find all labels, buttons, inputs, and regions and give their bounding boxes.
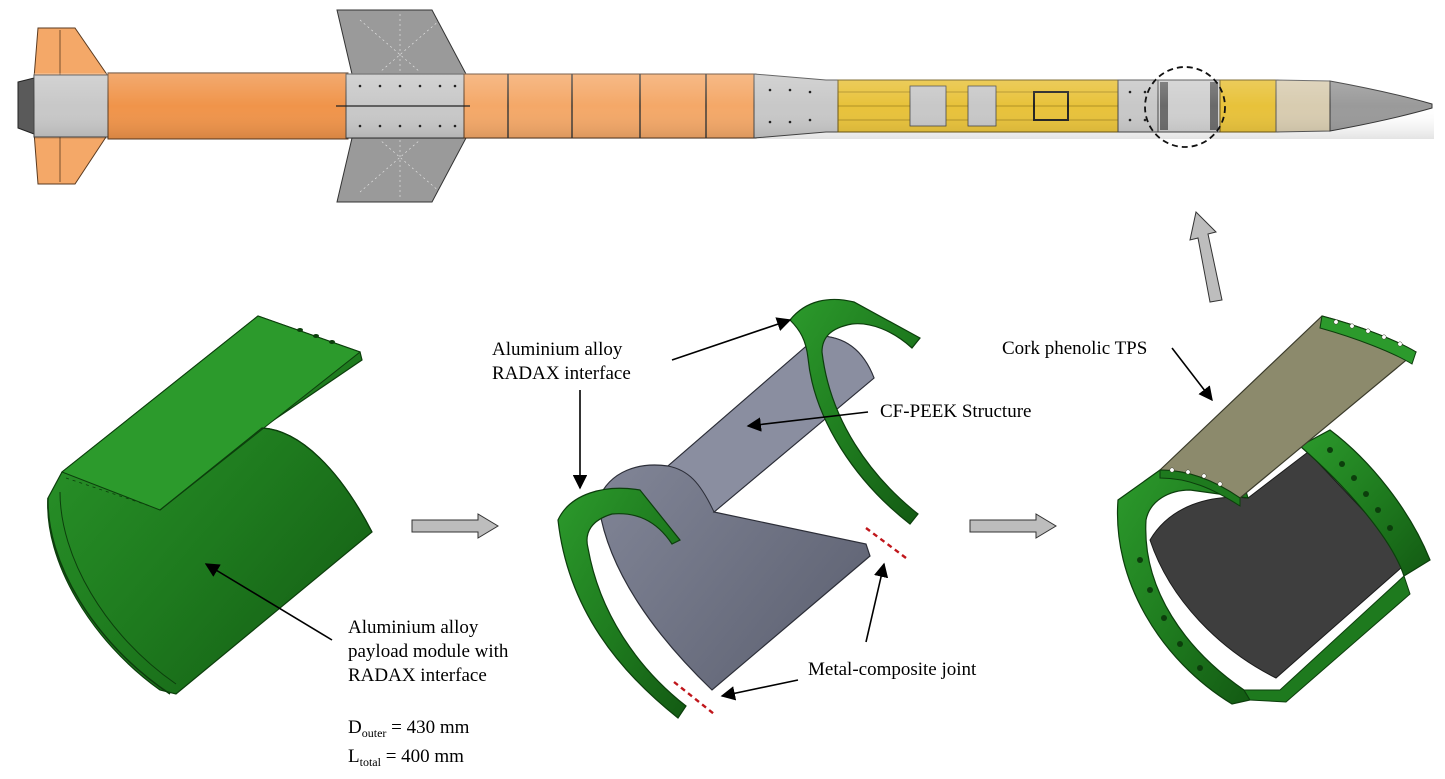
radax-ring-back xyxy=(789,298,921,525)
label-cork-tps: Cork phenolic TPS xyxy=(1002,338,1148,359)
radax-ring-front xyxy=(557,487,687,719)
assembled-module-with-tps xyxy=(1116,315,1431,705)
joint-marker-top xyxy=(865,527,907,559)
label-payload-module: Aluminium alloy payload module with RADA… xyxy=(348,617,509,686)
label-cf-peek: CF-PEEK Structure xyxy=(880,401,1032,422)
pointer-joint-top xyxy=(865,562,889,643)
dimension-diameter: Douter = 430 mm xyxy=(348,717,470,740)
tail-fin-upper xyxy=(33,27,109,79)
label-joint: Metal-composite joint xyxy=(808,659,977,680)
pointer-radax-back xyxy=(671,317,792,361)
metal-band xyxy=(1117,79,1161,133)
rocket-side-view xyxy=(17,9,1434,203)
label-dimensions: Douter = 430 mm Ltotal = 400 mm xyxy=(348,716,469,774)
service-module xyxy=(753,73,841,139)
upper-payload-section xyxy=(1219,79,1279,133)
rocket-motor xyxy=(107,72,349,140)
flow-arrow-up xyxy=(1189,210,1223,303)
nozzle xyxy=(17,77,35,135)
label-radax-interface: Aluminium alloy RADAX interface xyxy=(492,339,631,384)
pointer-payload-module xyxy=(204,563,333,641)
canard-fin-upper xyxy=(336,9,467,75)
tail-fin-lower xyxy=(33,131,109,185)
pointer-joint-bottom xyxy=(720,679,799,701)
flow-arrow-2 xyxy=(969,513,1057,539)
module-highlight-circle xyxy=(1144,66,1226,148)
dimension-length: Ltotal = 400 mm xyxy=(348,746,464,769)
canard-fin-lower xyxy=(336,137,467,203)
aluminium-payload-module xyxy=(47,315,373,695)
flow-arrow-1 xyxy=(411,513,499,539)
pointer-cork-tps xyxy=(1171,347,1213,402)
nose-cone-tps xyxy=(1275,79,1331,133)
nose-cone-tip xyxy=(1329,80,1433,132)
pointer-cf-peek xyxy=(746,411,869,432)
tail-can xyxy=(33,74,111,138)
